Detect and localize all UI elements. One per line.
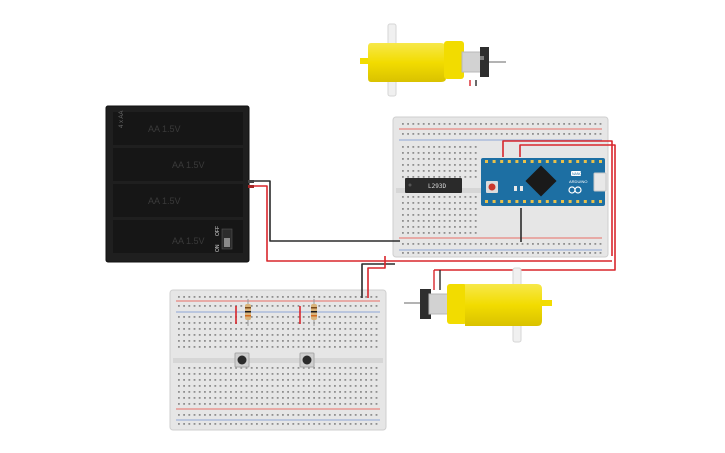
push-button-2[interactable] [299, 352, 315, 368]
breadboard-main-holes [402, 123, 602, 254]
battery-cell-3-label: AA 1.5V [148, 196, 181, 206]
chip-label: L293D [428, 183, 446, 190]
nano-pins-bottom [485, 200, 602, 203]
dc-motor-right[interactable] [404, 267, 552, 343]
arduino-infinity-logo [568, 186, 582, 194]
arduino-label-top: NANO [572, 172, 582, 176]
battery-pack[interactable]: 4 x AA AA 1.5V AA 1.5V AA 1.5V AA 1.5V O… [105, 105, 254, 263]
resistor-2[interactable] [311, 299, 317, 326]
l293d-chip[interactable]: L293D [405, 178, 462, 193]
switch-on-label: ON [215, 244, 221, 252]
switch-off-label: OFF [215, 226, 221, 236]
battery-pack-label: 4 x AA [119, 111, 125, 128]
reset-button[interactable] [488, 183, 496, 191]
battery-cell-4-label: AA 1.5V [172, 236, 205, 246]
dc-motor-top[interactable] [360, 23, 506, 97]
battery-switch[interactable]: OFF ON [215, 226, 233, 252]
resistor-1[interactable] [245, 299, 251, 326]
push-button-1[interactable] [234, 352, 250, 368]
arduino-label-brand: ARDUINO [569, 179, 587, 184]
battery-cell-1-label: AA 1.5V [148, 124, 181, 134]
wires [254, 80, 616, 298]
arduino-nano[interactable]: NANO ARDUINO [481, 158, 607, 206]
breadboard-secondary-holes [178, 296, 378, 425]
jumper-red-short [235, 306, 301, 324]
usb-port [593, 172, 607, 192]
nano-pins-top [485, 160, 602, 163]
breadboard-secondary[interactable] [169, 289, 387, 431]
battery-cell-2-label: AA 1.5V [172, 160, 205, 170]
